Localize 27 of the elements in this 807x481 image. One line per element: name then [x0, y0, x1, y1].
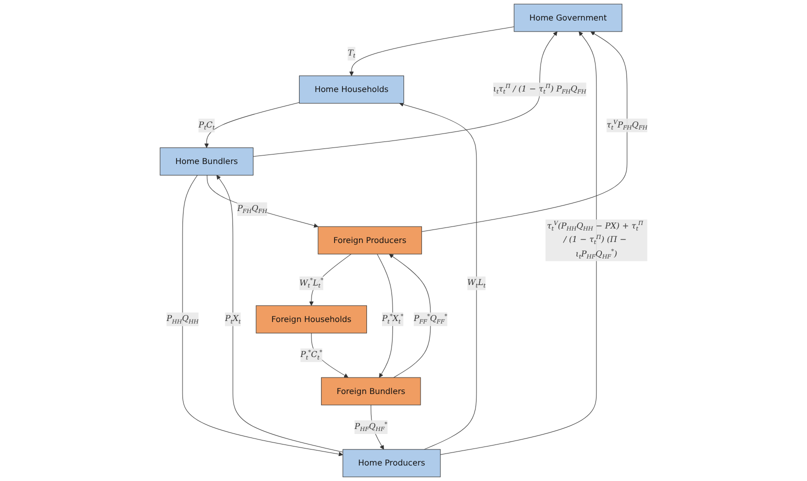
node-box: Foreign Producers [318, 226, 422, 254]
edge-label: P$_{FH}$Q$_{FH}$ [236, 203, 267, 215]
edge-label: P$_{t}$C$_{t}$ [198, 120, 214, 131]
node-box: Home Producers [342, 449, 440, 478]
arrow [182, 174, 343, 456]
edge-label: T$_{t}$ [347, 48, 356, 60]
node-box: Foreign Bundlers [320, 377, 420, 406]
arrow [310, 332, 348, 378]
arrow [440, 31, 596, 455]
edge-label: τ$_{t}$$^{V}$P$_{FH}$Q$_{FH}$ [606, 119, 648, 132]
arrow [398, 102, 476, 450]
edge-label: ι$_{t}$τ$_{t}$$^{Π}$ / (1 − τ$_{t}$$^{Π}$) P$_{FH}$Q$_{FH}$ [492, 83, 586, 96]
arrow [388, 254, 430, 378]
arrow [349, 26, 514, 76]
arrow [206, 174, 318, 228]
node-box: Foreign Households [256, 305, 367, 334]
edge-label: P$_{t}$X$_{t}$ [224, 314, 241, 325]
node-box: Home Bundlers [160, 147, 254, 176]
arrow [421, 31, 627, 232]
node-box: Home Government [514, 4, 622, 32]
edge-label: W$_{t}$L$_{t}$ [467, 278, 486, 289]
arrow [376, 254, 393, 378]
arrow [252, 31, 558, 157]
arrow [216, 175, 343, 452]
arrow [204, 102, 300, 148]
node-box: Home Households [298, 76, 404, 104]
edge-label: P$_{HH}$Q$_{HH}$ [166, 314, 198, 325]
